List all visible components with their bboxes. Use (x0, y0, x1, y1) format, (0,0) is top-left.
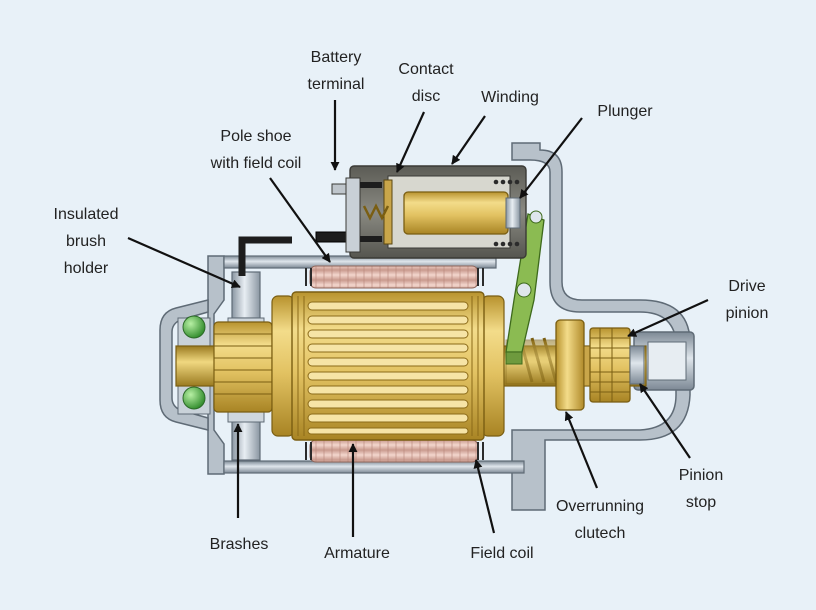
label-winding: Winding (481, 89, 539, 106)
label-contact-disc: Contact disc (398, 61, 454, 105)
engagement-lever (505, 210, 545, 365)
label-battery-terminal: Battery terminal (307, 49, 365, 93)
drive-assembly (505, 319, 645, 411)
label-field-coil: Field coil (470, 545, 534, 562)
commutator (213, 321, 273, 413)
label-brashes: Brashes (209, 536, 269, 553)
label-plunger: Plunger (597, 103, 653, 120)
label-drive-pinion: Drive pinion (725, 278, 769, 322)
solenoid (315, 165, 527, 259)
housing (159, 142, 695, 511)
label-pole-shoe: Pole shoe with field coil (210, 128, 302, 172)
label-armature: Armature (324, 545, 390, 562)
pointer-arrows (127, 100, 709, 537)
armature-core (271, 291, 505, 441)
label-overrunning-clutch: Overrunning clutech (555, 498, 645, 542)
rear-bearing (177, 315, 211, 415)
label-insulated-brush-holder: Insulated brush holder (53, 206, 119, 277)
label-pinion-stop: Pinion stop (678, 467, 724, 511)
